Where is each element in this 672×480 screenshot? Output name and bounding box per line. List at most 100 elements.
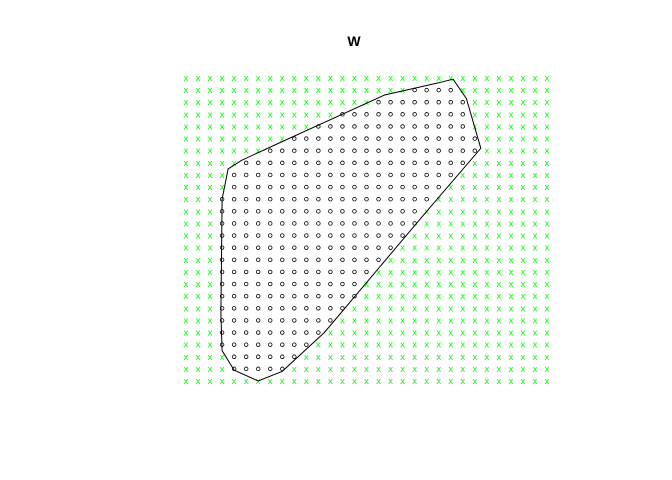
outside-point: x	[183, 292, 189, 302]
outside-point: x	[484, 171, 490, 181]
inside-point	[219, 306, 225, 311]
outside-point: x	[376, 329, 382, 339]
outside-point: x	[400, 353, 406, 363]
outside-point: x	[520, 244, 526, 254]
inside-point	[243, 209, 249, 214]
outside-point: x	[304, 365, 310, 375]
outside-point: x	[388, 256, 394, 266]
outside-point: x	[460, 316, 466, 326]
inside-point	[376, 209, 381, 214]
inside-point	[424, 136, 429, 141]
outside-point: x	[436, 219, 442, 229]
inside-point	[376, 148, 381, 153]
outside-point: x	[460, 86, 466, 96]
inside-point	[412, 136, 417, 141]
outside-point: x	[388, 86, 394, 96]
outside-point: x	[388, 74, 394, 84]
outside-point: x	[496, 341, 502, 351]
inside-point	[292, 160, 297, 166]
inside-point	[304, 221, 309, 226]
outside-point: x	[183, 256, 189, 266]
inside-point	[243, 172, 249, 178]
outside-point: x	[472, 268, 478, 278]
outside-point: x	[436, 304, 442, 314]
outside-point: x	[484, 122, 490, 132]
outside-point: x	[472, 98, 478, 108]
inside-point	[328, 160, 333, 166]
outside-point: x	[484, 292, 490, 302]
inside-point	[256, 209, 261, 214]
inside-point	[316, 269, 321, 275]
outside-point: x	[436, 207, 442, 217]
inside-point	[328, 257, 333, 262]
inside-point	[472, 136, 477, 141]
outside-point: x	[388, 377, 394, 387]
outside-point: x	[448, 232, 454, 242]
outside-point: x	[544, 353, 550, 363]
inside-point	[388, 184, 393, 190]
outside-point: x	[231, 110, 237, 120]
inside-point	[292, 342, 297, 347]
outside-point: x	[376, 74, 382, 84]
inside-point	[364, 136, 369, 141]
outside-point: x	[207, 86, 213, 96]
outside-point: x	[532, 74, 538, 84]
inside-point	[364, 257, 369, 262]
outside-point: x	[292, 74, 298, 84]
outside-point: x	[400, 244, 406, 254]
inside-point	[340, 245, 345, 250]
inside-point	[243, 342, 249, 347]
inside-point	[328, 148, 333, 153]
inside-point	[364, 160, 369, 166]
outside-point: x	[496, 256, 502, 266]
outside-point: x	[448, 304, 454, 314]
inside-point	[388, 100, 393, 105]
inside-point	[292, 136, 297, 141]
outside-point: x	[508, 195, 514, 205]
inside-point	[268, 342, 273, 347]
outside-point: x	[207, 98, 213, 108]
outside-point: x	[243, 147, 249, 157]
inside-point	[388, 233, 393, 238]
outside-point: x	[460, 341, 466, 351]
outside-point: x	[316, 377, 322, 387]
outside-point: x	[292, 110, 298, 120]
outside-point: x	[183, 219, 189, 229]
inside-point	[292, 172, 297, 178]
outside-point: x	[532, 122, 538, 132]
outside-point: x	[195, 74, 201, 84]
outside-point: x	[424, 207, 430, 217]
inside-point	[231, 184, 237, 190]
inside-point	[268, 221, 273, 226]
inside-point	[268, 366, 273, 372]
inside-point	[268, 160, 273, 166]
outside-point: x	[195, 316, 201, 326]
outside-point: x	[436, 365, 442, 375]
outside-point: x	[376, 304, 382, 314]
inside-point	[376, 136, 381, 141]
outside-point: x	[496, 207, 502, 217]
inside-point	[292, 245, 297, 250]
inside-point	[316, 318, 321, 323]
inside-point	[340, 196, 345, 202]
inside-point	[412, 160, 417, 166]
inside-point	[460, 160, 465, 166]
inside-point	[304, 330, 309, 335]
outside-point: x	[544, 268, 550, 278]
outside-point: x	[448, 244, 454, 254]
inside-point	[328, 209, 333, 214]
outside-point: x	[484, 304, 490, 314]
inside-point	[436, 124, 441, 129]
outside-point: x	[219, 86, 225, 96]
outside-point: x	[532, 268, 538, 278]
outside-point: x	[460, 207, 466, 217]
inside-point	[292, 184, 297, 190]
outside-point: x	[496, 74, 502, 84]
outside-point: x	[207, 377, 213, 387]
inside-point	[316, 160, 321, 166]
outside-point: x	[183, 183, 189, 193]
outside-point: x	[508, 256, 514, 266]
outside-point: x	[183, 98, 189, 108]
outside-point: x	[195, 183, 201, 193]
inside-point	[436, 100, 441, 105]
